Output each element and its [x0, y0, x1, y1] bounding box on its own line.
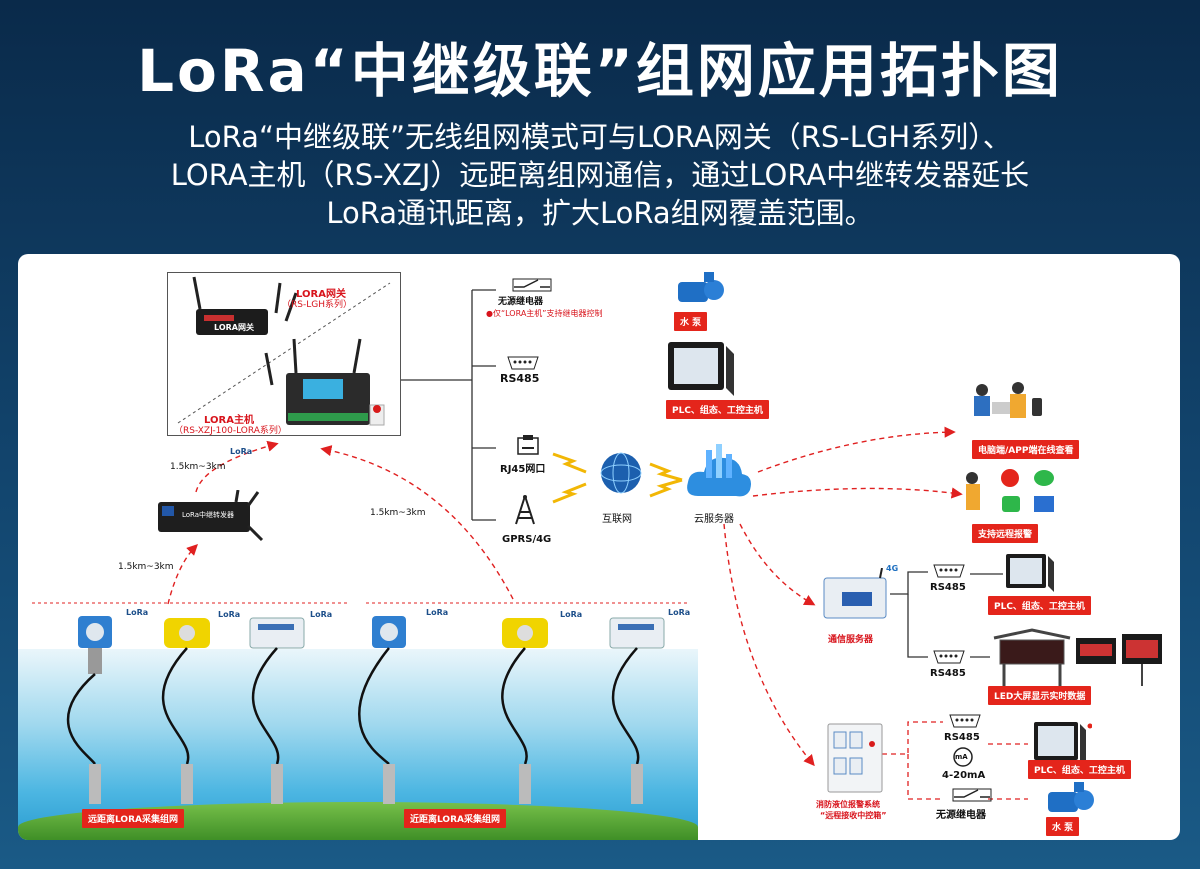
arc-sensors-to-repeater [167, 544, 198, 605]
sensor-row [66, 616, 665, 804]
lora-badge: LoRa [426, 608, 449, 617]
relay-icon [952, 788, 992, 802]
pump-label: 水 泵 [674, 312, 708, 331]
gateway-illustration [177, 276, 391, 426]
lora-repeater: LoRa中继转发器 [158, 489, 264, 550]
signal-bolt-right2 [649, 478, 683, 498]
rs485-label: RS485 [930, 668, 966, 679]
rs485-port-icon [933, 564, 965, 578]
rs485-label: RS485 [944, 732, 980, 743]
pressure-transmitter-1 [66, 616, 112, 804]
subtitle-line: LORA主机（RS-XZJ）远距离组网通信，通过LORA中继转发器延长 [170, 158, 1030, 192]
rs485-port-icon [507, 356, 539, 370]
gateway-model: （RS-LGH系列） [282, 300, 352, 310]
led-display-icon [993, 628, 1162, 686]
distance-label: 1.5km~3km [370, 508, 426, 518]
signal-bolt-left2 [552, 482, 587, 504]
alarm-channels-icon [966, 469, 1054, 512]
relay-label: 无源继电器 [498, 297, 544, 307]
fire-alarm-label-line1: 消防液位报警系统 [816, 800, 880, 809]
lora-badge: LoRa [668, 608, 691, 617]
plc-label: PLC、组态、工控主机 [988, 596, 1091, 615]
rs485-port-icon [933, 650, 965, 664]
fire-alarm-box-icon [827, 723, 883, 793]
subtitle-line: LoRa“中继级联”无线组网模式可与LORA网关（RS-LGH系列）、 [188, 120, 1012, 154]
lora-badge: LoRa [560, 610, 583, 619]
distance-label: 1.5km~3km [118, 562, 174, 572]
gateway-device-text: LORA网关 [214, 323, 254, 332]
plc-label: PLC、组态、工控主机 [666, 400, 769, 419]
host-model: （RS-XZJ-100-LORA系列） [174, 426, 287, 436]
rs485-label: RS485 [930, 582, 966, 593]
near-group-label: 近距离LORA采集组网 [404, 809, 506, 828]
badge-4g: 4G [886, 564, 899, 573]
rj45-icon [517, 435, 539, 455]
liquid-level-sensor-1 [161, 618, 210, 804]
relay-note: ●仅“LORA主机”支持继电器控制 [486, 309, 603, 318]
lora-badge: LoRa [126, 608, 149, 617]
gateway-host-box: LORA网关 LORA网关 （RS-LGH系列） LORA主机 （RS-XZJ-… [167, 272, 401, 436]
pump-label: 水 泵 [1046, 817, 1080, 836]
lora-badge: LoRa [310, 610, 333, 619]
internet-label: 互联网 [602, 514, 632, 525]
plc-monitor-icon [668, 342, 734, 396]
far-group-label: 远距离LORA采集组网 [82, 809, 184, 828]
liquid-level-sensor-2 [501, 618, 548, 804]
internet-globe-icon [600, 452, 642, 494]
remote-alarm-label: 支持远程报警 [972, 524, 1039, 543]
subtitle-line: LoRa通讯距离，扩大LoRa组网覆盖范围。 [326, 196, 874, 230]
plc-monitor-icon [1006, 554, 1054, 592]
milliamp-icon [953, 747, 973, 767]
water-pump-icon [678, 272, 724, 302]
arc-repeater-to-gateway [195, 440, 279, 493]
temp-humidity-sensor-1 [249, 617, 305, 804]
milliamp-symbol: mA [955, 753, 968, 761]
led-label: LED大屏显示实时数据 [988, 686, 1092, 705]
plc-label: PLC、组态、工控主机 [1028, 760, 1131, 779]
gprs-label: GPRS/4G [502, 534, 552, 545]
topology-panel: LORA网关 LORA网关 （RS-LGH系列） LORA主机 （RS-XZJ-… [18, 254, 1180, 840]
remote-users-icon [974, 382, 1042, 418]
repeater-device-text: LoRa中继转发器 [182, 511, 235, 519]
cloud-server-icon [687, 444, 751, 497]
rj45-label: RJ45网口 [500, 464, 546, 475]
lora-badge: LoRa [230, 447, 253, 456]
current-label: 4-20mA [942, 770, 986, 781]
page-title: LoRa“中继级联”组网应用拓扑图 [137, 37, 1063, 105]
comm-server-icon [823, 568, 887, 619]
distance-label: 1.5km~3km [170, 462, 226, 472]
fire-alarm-label-line2: “远程接收中控箱” [820, 811, 887, 820]
gateway-name: LORA网关 [296, 289, 346, 300]
signal-bolt-right [649, 462, 683, 482]
temp-humidity-sensor-2 [609, 617, 665, 804]
cell-tower-icon [515, 495, 535, 525]
comm-server-label: 通信服务器 [828, 635, 874, 645]
lora-badge: LoRa [218, 610, 241, 619]
pressure-transmitter-2 [358, 616, 406, 804]
repeater-icon [158, 489, 264, 542]
rs485-label: RS485 [500, 372, 540, 385]
online-view-label: 电脑端/APP端在线查看 [972, 440, 1080, 459]
arc-near-sensors-to-gateway [320, 445, 514, 600]
signal-bolt-left [552, 452, 587, 474]
relay-icon [512, 278, 552, 292]
relay-label: 无源继电器 [936, 810, 986, 821]
cloud-label: 云服务器 [694, 514, 734, 525]
plc-monitor-icon [1034, 722, 1092, 766]
water-pump-icon [1048, 782, 1094, 812]
host-name: LORA主机 [204, 415, 254, 426]
rs485-port-icon [949, 714, 981, 728]
connection-lines [32, 289, 1028, 800]
page-subtitle: LoRa“中继级联”无线组网模式可与LORA网关（RS-LGH系列）、 LORA… [30, 118, 1170, 232]
